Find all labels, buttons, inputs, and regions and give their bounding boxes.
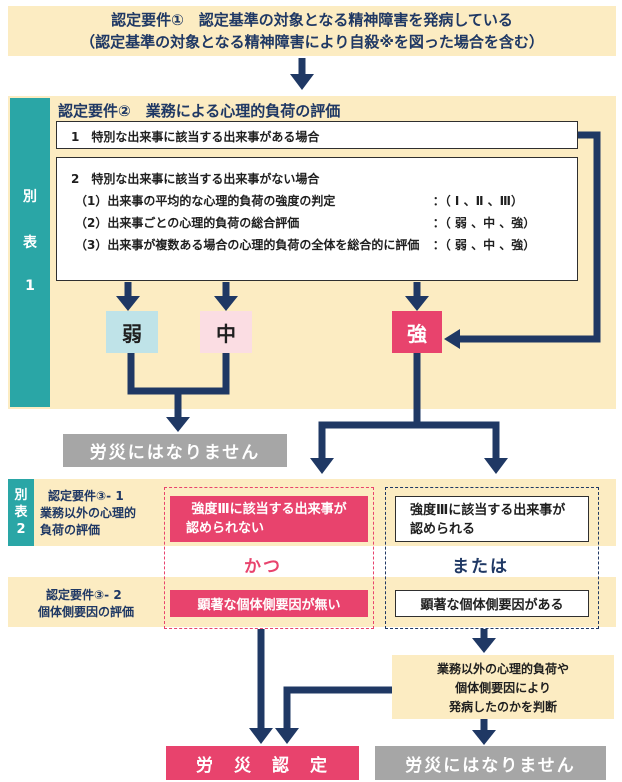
side-label-char: 表 — [23, 235, 37, 251]
arrow-judgment-to-recognized — [283, 686, 392, 730]
arrowhead — [472, 730, 496, 745]
and-label: かつ — [244, 557, 282, 577]
requirement-1-title: 認定要件① 認定基準の対象となる精神障害を発病している — [111, 11, 513, 29]
arrowhead — [214, 296, 238, 311]
arrowhead — [116, 296, 140, 311]
requirement-3-1-title-line: 認定要件③- 1 — [48, 489, 124, 503]
evaluation-row-value: ：（ Ⅰ 、Ⅱ 、Ⅲ） — [432, 194, 523, 208]
side-label-char: 別 — [14, 488, 28, 503]
side-label-table-2: 別 表 2 — [8, 479, 34, 546]
side-label-char: 1 — [25, 278, 35, 294]
no-severe-event-line: 認められない — [186, 521, 265, 536]
evaluation-row: （3）出来事が複数ある場合の心理的負荷の全体を総合的に評価 ：（ 弱 、中 、強… — [71, 234, 577, 256]
requirement-3-1-title: 認定要件③- 1 業務以外の心理的 負荷の評価 — [40, 488, 136, 539]
evaluation-row: （1）出来事の平均的な心理的負荷の強度の判定 ：（ Ⅰ 、Ⅱ 、Ⅲ） — [71, 190, 577, 212]
weak-badge: 弱 — [106, 311, 158, 353]
special-event-absent-box: 2 特別な出来事に該当する出来事がない場合 （1）出来事の平均的な心理的負荷の強… — [56, 157, 578, 281]
requirement-2-title: 認定要件② 業務による心理的負荷の評価 — [58, 102, 341, 120]
requirement-3-1-title-line: 業務以外の心理的 — [40, 506, 137, 520]
side-label-char: 2 — [16, 522, 26, 537]
special-event-absent-title: 2 特別な出来事に該当する出来事がない場合 — [71, 172, 320, 186]
arrow-special-to-strong — [458, 131, 601, 343]
side-label-table-1: 別 表 1 — [10, 98, 50, 407]
no-severe-event-line: 強度Ⅲに該当する出来事が — [191, 502, 347, 517]
no-individual-factor-box: 顕著な個体側要因が無い — [170, 590, 368, 617]
judgment-line: 発病したのかを判断 — [448, 700, 557, 714]
arrowhead — [310, 458, 334, 474]
side-label-char: 別 — [23, 189, 37, 205]
strong-badge: 強 — [392, 311, 442, 353]
severe-event-box: 強度Ⅲに該当する出来事が 認められる — [395, 496, 589, 542]
or-label: または — [452, 557, 509, 577]
medium-badge: 中 — [200, 311, 252, 353]
evaluation-row-label: （2）出来事ごとの心理的負荷の総合評価 — [75, 216, 300, 230]
arrow-weak-merge — [127, 353, 230, 395]
severe-event-line: 認められる — [410, 522, 476, 537]
arrowhead — [249, 728, 273, 744]
evaluation-row-value: ：（ 弱 、中 、強） — [432, 216, 536, 230]
and-condition-frame — [164, 487, 374, 629]
judgment-line: 業務以外の心理的負荷や — [436, 662, 569, 676]
arrowhead — [405, 296, 429, 311]
arrow-split — [318, 421, 500, 460]
special-event-present-box: 1 特別な出来事に該当する出来事がある場合 — [56, 121, 578, 149]
requirement-3-2-title-line: 個体側要因の評価 — [38, 605, 135, 619]
arrowhead — [484, 458, 508, 474]
requirement-1-box: 認定要件① 認定基準の対象となる精神障害を発病している （認定基準の対象となる精… — [8, 6, 616, 56]
judgment-line: 個体側要因により — [455, 681, 551, 695]
special-event-present-text: 1 特別な出来事に該当する出来事がある場合 — [71, 130, 320, 144]
arrowhead — [166, 417, 190, 432]
or-condition-frame — [385, 487, 599, 629]
arrowhead — [290, 74, 314, 90]
not-recognized-label-1: 労災にはなりません — [63, 434, 287, 467]
not-recognized-label-2: 労災にはなりません — [375, 746, 606, 780]
no-severe-event-box: 強度Ⅲに該当する出来事が 認められない — [170, 496, 368, 542]
judgment-box: 業務以外の心理的負荷や 個体側要因により 発病したのかを判断 — [392, 655, 614, 719]
individual-factor-box: 顕著な個体側要因がある — [395, 590, 589, 617]
arrowhead — [472, 638, 496, 653]
requirement-3-2-title-line: 認定要件③- 2 — [46, 588, 122, 602]
requirement-1-subtitle: （認定基準の対象となる精神障害により自殺※を図った場合を含む） — [80, 33, 544, 51]
requirement-3-2-title: 認定要件③- 2 個体側要因の評価 — [38, 587, 134, 621]
arrowhead — [444, 329, 460, 349]
recognized-label: 労 災 認 定 — [166, 746, 359, 780]
arrowhead — [275, 728, 299, 744]
evaluation-row-label: （3）出来事が複数ある場合の心理的負荷の全体を総合的に評価 — [75, 238, 420, 252]
evaluation-row-value: ：（ 弱 、中 、強） — [432, 238, 536, 252]
evaluation-row: （2）出来事ごとの心理的負荷の総合評価 ：（ 弱 、中 、強） — [71, 212, 577, 234]
severe-event-line: 強度Ⅲに該当する出来事が — [410, 503, 566, 518]
requirement-3-1-title-line: 負荷の評価 — [40, 523, 101, 537]
evaluation-row-label: （1）出来事の平均的な心理的負荷の強度の判定 — [75, 194, 336, 208]
side-label-char: 表 — [14, 505, 28, 520]
